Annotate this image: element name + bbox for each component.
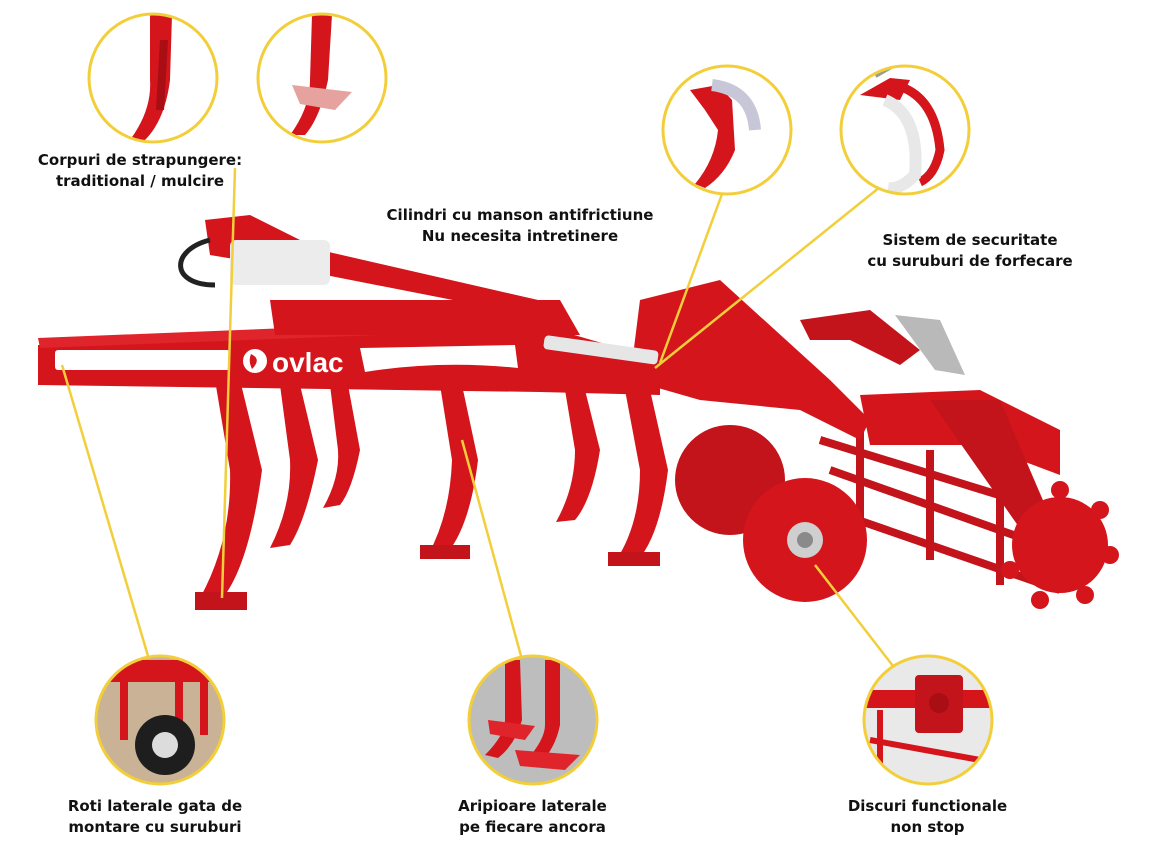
- label-discs-line2: non stop: [890, 818, 965, 836]
- label-side-wings-line1: Aripioare laterale: [458, 797, 607, 815]
- ovlac-logo: ovlac: [243, 347, 344, 378]
- subsoiler-machine: ovlac: [38, 215, 1119, 610]
- linkage-frame: [630, 280, 870, 440]
- logo-band-left: [55, 350, 230, 370]
- label-side-wings-line2: pe fiecare ancora: [459, 818, 606, 836]
- leaf-icon: [243, 349, 267, 373]
- callout-side-wings: [467, 654, 599, 786]
- callout-safety-tine: [661, 64, 793, 196]
- label-discs-line1: Discuri functionale: [847, 797, 1008, 815]
- logo-band-right: [360, 345, 518, 372]
- callout-shear-bolt: [839, 64, 971, 196]
- disc-gang: [675, 425, 867, 602]
- label-penetration-bodies-line2: traditional / mulcire: [55, 172, 225, 190]
- label-side-wheels-line1: Roti laterale gata de: [67, 797, 243, 815]
- label-discs: Discuri functionale non stop: [820, 796, 1035, 838]
- label-cylinders-line1: Cilindri cu manson antifrictiune: [386, 206, 654, 224]
- label-side-wheels: Roti laterale gata de montare cu surubur…: [30, 796, 280, 838]
- label-side-wings: Aripioare laterale pe fiecare ancora: [420, 796, 645, 838]
- label-safety-system-line1: Sistem de securitate: [882, 231, 1058, 249]
- label-penetration-bodies-line1: Corpuri de strapungere:: [37, 151, 243, 169]
- leader-lines: [60, 167, 894, 667]
- logo-text: ovlac: [272, 347, 344, 378]
- rear-arm: [800, 310, 920, 365]
- hydraulic-cylinder: [543, 335, 659, 365]
- label-cylinders: Cilindri cu manson antifrictiune Nu nece…: [370, 205, 670, 247]
- label-safety-system: Sistem de securitate cu suruburi de forf…: [835, 230, 1105, 272]
- label-penetration-bodies: Corpuri de strapungere: traditional / mu…: [10, 150, 270, 192]
- shank-row: [195, 380, 668, 610]
- label-cylinders-line2: Nu necesita intretinere: [421, 227, 619, 245]
- callout-traditional-tine: [87, 12, 219, 144]
- hydraulic-hose: [178, 237, 216, 288]
- callout-mulching-tine: [256, 12, 388, 144]
- roller-end-cog: [1001, 481, 1119, 609]
- label-side-wheels-line2: montare cu suruburi: [68, 818, 242, 836]
- deflector-plate: [895, 315, 965, 375]
- callout-disc-bearing: [862, 654, 994, 786]
- hitch-plate: [230, 240, 330, 285]
- main-beam: [38, 325, 660, 395]
- label-safety-system-line2: cu suruburi de forfecare: [867, 252, 1073, 270]
- callout-side-wheel: [94, 654, 226, 786]
